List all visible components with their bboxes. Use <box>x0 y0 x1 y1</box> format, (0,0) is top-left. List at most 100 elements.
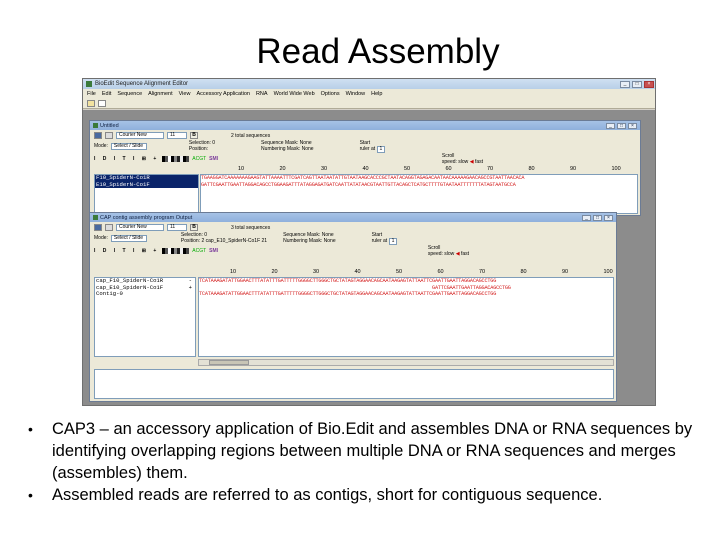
window1-close-button[interactable]: × <box>628 122 637 129</box>
mode-label: Mode: <box>94 235 108 241</box>
font-size-select[interactable]: 11 <box>167 224 187 231</box>
ruler-tick-label: 50 <box>396 269 403 275</box>
window2-title: CAP contig assembly program Output <box>100 214 193 221</box>
ruler-at-label: ruler at <box>371 237 388 244</box>
mode-label: Mode: <box>94 143 108 149</box>
ruler-tick-label: 50 <box>404 166 411 172</box>
window2-close-button[interactable]: × <box>604 214 613 221</box>
window2-maximize-button[interactable]: □ <box>593 214 602 221</box>
untitled-titlebar: Untitled _ □ × <box>90 121 640 130</box>
window-icon <box>93 123 98 128</box>
sequence-row[interactable]: TGAAGGATCAAAAAAAGAAGTATTAAAATTTCGATCAGTT… <box>201 175 525 181</box>
print-icon[interactable] <box>105 132 113 139</box>
status-panel <box>94 369 614 399</box>
menu-item-help[interactable]: Help <box>371 91 383 97</box>
slide-title: Read Assembly <box>256 32 500 71</box>
sequence-name-row[interactable]: cap_F10_SpiderN-Co1R- <box>95 277 195 285</box>
font-select[interactable]: Courier New <box>116 224 164 231</box>
save-icon[interactable] <box>94 224 102 231</box>
color-palette[interactable] <box>162 247 190 254</box>
start-label: Start <box>371 231 383 238</box>
open-folder-icon[interactable] <box>87 100 95 107</box>
save-icon[interactable] <box>94 132 102 139</box>
window-icon <box>93 215 98 220</box>
sequence-row[interactable]: TCATAAAGATATTGGAACTTTATATTTGATTTTTGGGGCT… <box>199 278 497 284</box>
menu-item-view[interactable]: View <box>178 91 191 97</box>
menu-item-window[interactable]: Window <box>345 91 366 97</box>
bullet-item: • Assembled reads are referred to as con… <box>28 484 708 506</box>
minimize-button[interactable]: _ <box>620 80 630 88</box>
ruler-tick-label: 70 <box>487 166 494 172</box>
print-icon[interactable] <box>105 224 113 231</box>
fast-label: fast <box>460 250 469 257</box>
menu-item-edit[interactable]: Edit <box>101 91 112 97</box>
sequence-name: Contig-0 <box>96 290 123 297</box>
speed-arrow-icon[interactable]: ◀ <box>455 250 460 257</box>
ruler-tick-label: 10 <box>230 269 237 275</box>
ruler-input[interactable]: 1 <box>376 145 386 153</box>
bullet-text: Assembled reads are referred to as conti… <box>52 486 603 504</box>
new-document-icon[interactable] <box>98 100 106 107</box>
cap-output-window: CAP contig assembly program Output _ □ ×… <box>89 212 617 402</box>
sequence-name: F10_SpiderN-Co1R <box>96 174 150 181</box>
menu-item-alignment[interactable]: Alignment <box>148 91 173 97</box>
ruler-tick-label: 20 <box>271 269 278 275</box>
font-size-select[interactable]: 11 <box>167 132 187 139</box>
menu-item-options[interactable]: Options <box>320 91 340 97</box>
window1-maximize-button[interactable]: □ <box>617 122 626 129</box>
ruler-input[interactable]: 1 <box>388 237 398 245</box>
bullet-item: • CAP3 – an accessory application of Bio… <box>28 418 708 484</box>
app-icon <box>86 81 92 87</box>
menu-item-world-wide-web[interactable]: World Wide Web <box>273 91 315 97</box>
app-titlebar: BioEdit Sequence Alignment Editor _ □ × <box>83 79 655 89</box>
main-toolbar <box>83 99 655 109</box>
sequence-area[interactable]: TCATAAAGATATTGGAACTTTATATTTGATTTTTGGGGCT… <box>198 277 614 357</box>
window1-title: Untitled <box>100 122 119 129</box>
speed-arrow-icon[interactable]: ◀ <box>469 158 474 165</box>
app-title: BioEdit Sequence Alignment Editor <box>95 81 189 87</box>
maximize-button[interactable]: □ <box>632 80 642 88</box>
speed-label: speed: slow <box>427 250 455 257</box>
sequence-area[interactable]: TGAAGGATCAAAAAAAGAAGTATTAAAATTTCGATCAGTT… <box>200 174 638 214</box>
close-button[interactable]: × <box>644 80 654 88</box>
menu-item-accessory-application[interactable]: Accessory Application <box>196 91 250 97</box>
color-legend-icon: ACGT <box>192 247 207 254</box>
sequence-name-row[interactable]: F10_SpiderN-Co1R <box>95 174 198 182</box>
horizontal-scrollbar[interactable] <box>198 359 614 366</box>
sequence-row[interactable]: TCATAAAGATATTGGAACTTTATATTTGATTTTTGGGGCT… <box>199 291 497 297</box>
tool-icons: I D I T I ⊞ + <box>94 247 160 254</box>
ruler-tick-label: 60 <box>437 269 444 275</box>
sequence-name-row[interactable]: E10_SpiderN-Co1F <box>95 180 198 188</box>
menu-item-file[interactable]: File <box>87 91 96 97</box>
cap-output-titlebar: CAP contig assembly program Output _ □ × <box>90 213 616 222</box>
scrollbar-thumb[interactable] <box>209 360 249 365</box>
ruler-tick-label: 90 <box>562 269 569 275</box>
menu-item-rna[interactable]: RNA <box>255 91 268 97</box>
ruler-tick-label: 100 <box>603 269 613 275</box>
ruler-tick-label: 80 <box>520 269 527 275</box>
scroll-label: Scroll <box>427 244 441 251</box>
smi-icon[interactable]: SMI <box>209 155 219 162</box>
mode-select[interactable]: Select / Slide <box>110 142 147 150</box>
font-select[interactable]: Courier New <box>116 132 164 139</box>
sequence-name: E10_SpiderN-Co1F <box>96 180 150 188</box>
sequence-row[interactable]: GATTCGAATTGAATTAGGACAGCCTGGAAGATTTATAGGA… <box>201 181 516 188</box>
smi-icon[interactable]: SMI <box>209 247 219 254</box>
bullet-dot: • <box>28 421 33 437</box>
app-window: BioEdit Sequence Alignment Editor _ □ × … <box>83 79 655 405</box>
sequence-row[interactable]: GATTCGAATTGAATTAGGACAGCCTGG <box>199 284 511 291</box>
mode-select[interactable]: Select / Slide <box>110 234 147 242</box>
bold-button[interactable]: B <box>190 224 198 231</box>
bold-button[interactable]: B <box>190 132 198 139</box>
sequence-name-row[interactable]: cap_E10_SpiderN-Co1F+ <box>95 284 195 292</box>
color-palette[interactable] <box>162 155 190 162</box>
window2-minimize-button[interactable]: _ <box>582 214 591 221</box>
bullet-text: CAP3 – an accessory application of Bio.E… <box>52 420 693 482</box>
window1-minimize-button[interactable]: _ <box>606 122 615 129</box>
sequence-name-row[interactable]: Contig-0 <box>95 290 195 298</box>
ruler-tick-label: 70 <box>479 269 486 275</box>
numbering-mask-label: Numbering Mask: None <box>283 238 336 244</box>
menu-item-sequence[interactable]: Sequence <box>117 91 143 97</box>
